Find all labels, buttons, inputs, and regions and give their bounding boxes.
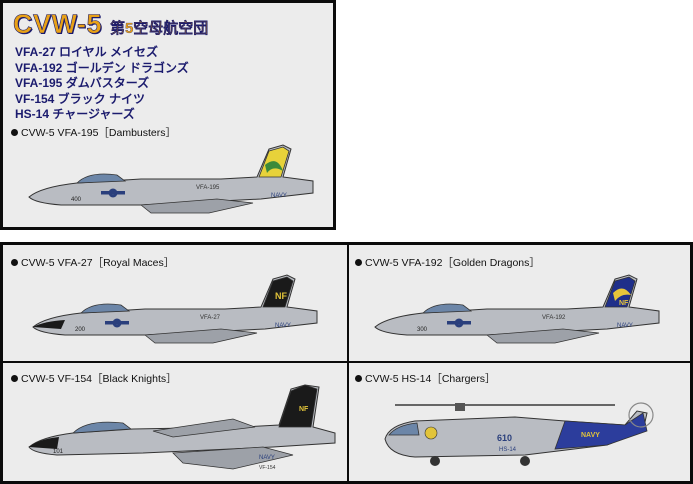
- bullet-icon: [355, 375, 362, 382]
- modex-label: 300: [417, 327, 428, 333]
- navy-label: NAVY: [617, 323, 633, 329]
- title-row: CVW-5 第5空母航空団: [13, 9, 209, 40]
- squadron-item: VF-154 ブラック ナイツ: [15, 91, 146, 106]
- tail-code-label: NF: [299, 406, 309, 413]
- squadron-list: VFA-27 ロイヤル メイセズ VFA-192 ゴールデン ドラゴンズ VFA…: [15, 45, 189, 123]
- grid-divider: [347, 245, 349, 481]
- navy-label: NAVY: [275, 323, 291, 329]
- bullet-icon: [355, 259, 362, 266]
- fa-18-hornet-icon: 400 VFA-195 NAVY: [28, 144, 314, 214]
- navy-label: NAVY: [581, 432, 600, 439]
- squadron-item: VFA-192 ゴールデン ドラゴンズ: [15, 60, 189, 75]
- unit-label: HS-14: [499, 447, 517, 453]
- caption-text: CVW-5 VFA-27［Royal Maces］: [21, 257, 175, 269]
- top-panel: CVW-5 第5空母航空団 VFA-27 ロイヤル メイセズ VFA-192 ゴ…: [0, 0, 336, 230]
- squadron-item: HS-14 チャージャーズ: [15, 107, 135, 121]
- unit-label: VF-154: [259, 465, 276, 471]
- modex-label: 400: [71, 197, 82, 203]
- profile-caption-chargers: CVW-5 HS-14［Chargers］: [355, 371, 496, 386]
- bullet-icon: [11, 375, 18, 382]
- bottom-panel: CVW-5 VFA-27［Royal Maces］ NF 200 VFA-27 …: [0, 242, 693, 484]
- modex-label: 610: [497, 433, 512, 443]
- modex-label: 101: [53, 449, 64, 455]
- page-subtitle: 第5空母航空団: [109, 20, 209, 37]
- navy-label: NAVY: [271, 193, 287, 199]
- modex-label: 200: [75, 327, 86, 333]
- page-title: CVW-5: [13, 9, 102, 40]
- sh-60-seahawk-icon: 610 HS-14 NAVY: [384, 402, 654, 466]
- grid-divider: [3, 361, 690, 363]
- caption-text: CVW-5 HS-14［Chargers］: [365, 373, 496, 385]
- caption-text: CVW-5 VFA-192［Golden Dragons］: [365, 257, 540, 269]
- unit-label: VFA-192: [542, 315, 566, 321]
- bullet-icon: [11, 259, 18, 266]
- tail-code-label: NF: [275, 291, 287, 301]
- navy-label: NAVY: [259, 455, 275, 461]
- squadron-item: VFA-195 ダムバスターズ: [15, 76, 150, 90]
- profile-caption-royal-maces: CVW-5 VFA-27［Royal Maces］: [11, 255, 174, 270]
- unit-label: VFA-195: [196, 185, 220, 191]
- profile-caption-dambusters: CVW-5 VFA-195［Dambusters］: [11, 125, 176, 140]
- bullet-icon: [11, 129, 18, 136]
- caption-text: CVW-5 VF-154［Black Knights］: [21, 373, 177, 385]
- caption-text: CVW-5 VFA-195［Dambusters］: [21, 127, 177, 139]
- profile-caption-golden-dragons: CVW-5 VFA-192［Golden Dragons］: [355, 255, 540, 270]
- unit-label: VFA-27: [200, 315, 221, 321]
- fa-18-hornet-icon: NF 200 VFA-27 NAVY: [32, 274, 318, 344]
- f-14-tomcat-icon: NF 101 NAVY VF-154: [28, 384, 336, 471]
- tail-code-label: NF: [619, 300, 629, 307]
- fa-18-hornet-icon: NF 300 VFA-192 NAVY: [374, 274, 660, 344]
- profile-caption-black-knights: CVW-5 VF-154［Black Knights］: [11, 371, 177, 386]
- squadron-item: VFA-27 ロイヤル メイセズ: [15, 45, 158, 59]
